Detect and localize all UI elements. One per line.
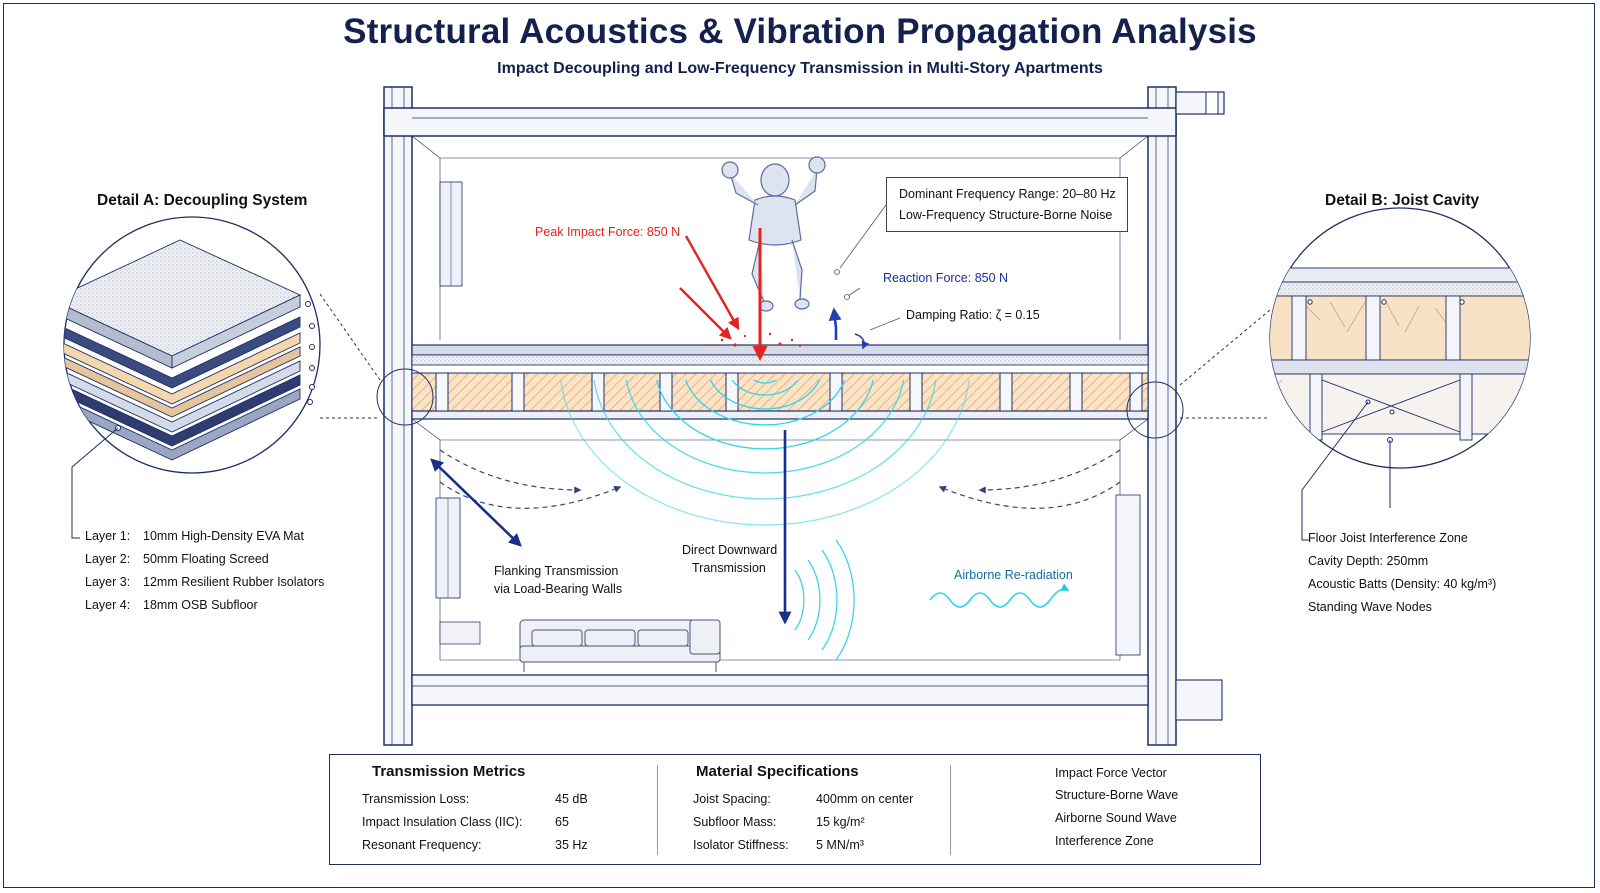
reaction-force-arrow [828,307,842,340]
metric-value: 65 [555,815,569,829]
spec-value: 400mm on center [816,792,914,806]
detail-b-circle [1269,207,1531,541]
frequency-callout-box: Dominant Frequency Range: 20–80 Hz Low-F… [886,177,1128,232]
layer-value: 18mm OSB Subfloor [143,598,258,612]
page-frame [3,3,1595,888]
layer-4-row: Layer 4: 18mm OSB Subfloor [85,598,258,612]
metric-label: Resonant Frequency: [362,838,482,852]
layer-value: 12mm Resilient Rubber Isolators [143,575,325,589]
detail-b-item: Standing Wave Nodes [1308,600,1432,614]
detail-b-item: Acoustic Batts (Density: 40 kg/m³) [1308,577,1497,591]
structure-borne-waves [560,380,970,526]
panel-divider [657,765,658,855]
reaction-force-label: Reaction Force: 850 N [883,271,1009,285]
legend-label: Structure-Borne Wave [1055,788,1179,802]
jumping-figure [721,156,826,312]
impact-splash [711,332,801,347]
spec-value: 15 kg/m² [816,815,865,829]
airborne-reradiation-wave [929,583,1070,608]
damping-curve-icon [854,333,870,350]
sofa-illustration [519,619,721,672]
metric-value: 45 dB [555,792,588,806]
spec-label: Isolator Stiffness: [693,838,789,852]
impact-force-arrows [679,228,768,361]
layer-key: Layer 4: [85,598,131,612]
building-section [383,86,1225,746]
detail-a-circle [63,216,321,539]
legend-label: Impact Force Vector [1055,766,1167,780]
detail-a-title: Detail A: Decoupling System [97,192,308,209]
metric-value: 35 Hz [555,838,588,852]
spec-label: Joist Spacing: [693,792,771,806]
legend-label: Interference Zone [1055,834,1154,848]
airborne-arcs [794,539,855,661]
page-subtitle: Impact Decoupling and Low-Frequency Tran… [497,60,1103,77]
flanking-label-line2: via Load-Bearing Walls [494,582,623,596]
material-specs-title: Material Specifications [696,763,859,780]
detail-b-item: Cavity Depth: 250mm [1308,554,1429,568]
layer-value: 50mm Floating Screed [143,552,269,566]
spec-value: 5 MN/m³ [816,838,864,852]
damping-ratio-label: Damping Ratio: ζ = 0.15 [906,308,1040,322]
spec-label: Subfloor Mass: [693,815,777,829]
detail-b-item: Floor Joist Interference Zone [1308,531,1468,545]
metric-label: Impact Insulation Class (IIC): [362,815,523,829]
panel-divider [950,765,951,855]
layer-key: Layer 3: [85,575,131,589]
layer-key: Layer 2: [85,552,131,566]
detail-markers [319,293,1271,439]
layer-value: 10mm High-Density EVA Mat [143,529,304,543]
dominant-frequency-label: Dominant Frequency Range: 20–80 Hz [899,187,1116,201]
callout-leaders [834,204,901,331]
peak-impact-force-label: Peak Impact Force: 850 N [535,225,681,239]
page-title: Structural Acoustics & Vibration Propaga… [343,12,1257,51]
layer-1-row: Layer 1: 10mm High-Density EVA Mat [85,529,304,543]
direct-label-line1: Direct Downward [682,543,778,557]
legend-label: Airborne Sound Wave [1055,811,1177,825]
direct-label-line2: Transmission [692,561,766,575]
layer-key: Layer 1: [85,529,131,543]
transmission-metrics-title: Transmission Metrics [372,763,526,780]
flanking-dashed-arrows [439,449,1121,509]
layer-2-row: Layer 2: 50mm Floating Screed [85,552,269,566]
detail-b-title: Detail B: Joist Cavity [1325,192,1480,209]
low-frequency-label: Low-Frequency Structure-Borne Noise [899,208,1113,222]
flanking-arrow [430,458,522,547]
metric-label: Transmission Loss: [362,792,470,806]
airborne-reradiation-label: Airborne Re-radiation [954,568,1073,582]
flanking-label-line1: Flanking Transmission [494,564,619,578]
metrics-panel: Transmission Metrics Transmission Loss: … [329,754,1261,865]
layer-3-row: Layer 3: 12mm Resilient Rubber Isolators [85,575,324,589]
